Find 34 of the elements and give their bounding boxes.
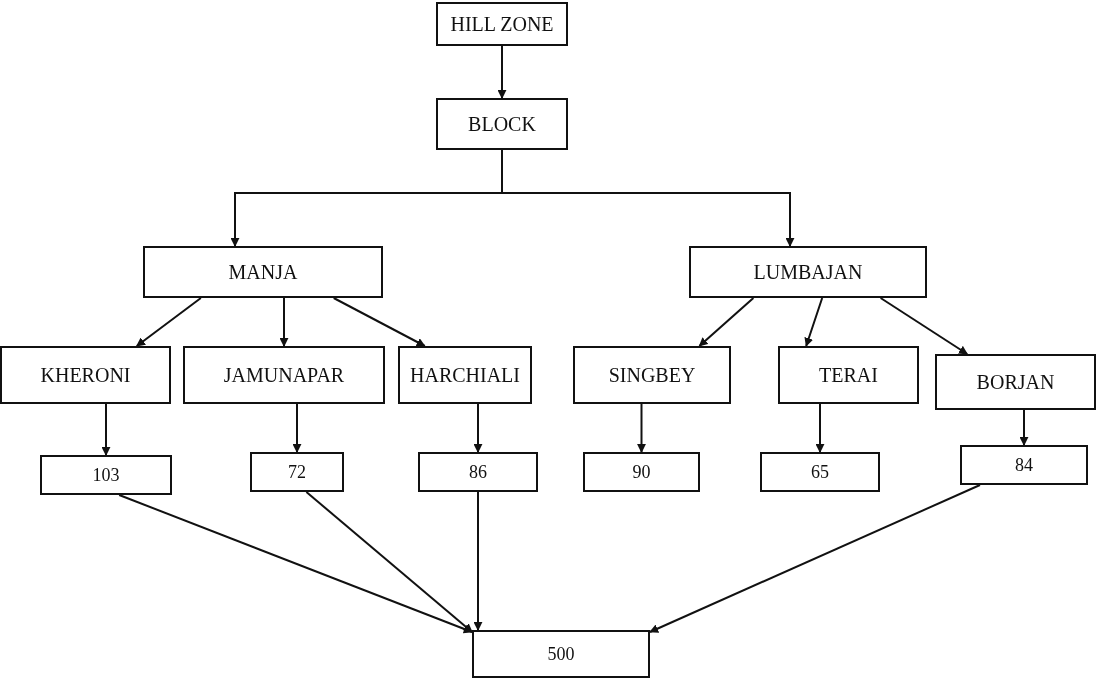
label-box: 72 bbox=[250, 452, 344, 492]
arrow bbox=[135, 297, 202, 347]
arrow bbox=[473, 491, 483, 631]
arrow bbox=[804, 297, 824, 347]
arrow bbox=[118, 494, 473, 634]
arrow bbox=[879, 297, 969, 355]
label-box: BLOCK bbox=[436, 98, 568, 150]
label-box: JAMUNAPAR bbox=[183, 346, 385, 404]
label-box: MANJA bbox=[143, 246, 383, 298]
label-box: KHERONI bbox=[0, 346, 171, 404]
arrow bbox=[101, 403, 111, 456]
arrow bbox=[305, 491, 473, 633]
label-box: BORJAN bbox=[935, 354, 1096, 410]
arrow bbox=[637, 403, 646, 453]
label-box: 65 bbox=[760, 452, 880, 492]
label-box: HARCHIALI bbox=[398, 346, 532, 404]
label-box: 86 bbox=[418, 452, 538, 492]
label-box: HILL ZONE bbox=[436, 2, 568, 46]
label-box: TERAI bbox=[778, 346, 919, 404]
label-box: 90 bbox=[583, 452, 700, 492]
label-box: SINGBEY bbox=[573, 346, 731, 404]
label-box: 103 bbox=[40, 455, 172, 495]
arrow bbox=[279, 297, 289, 347]
label-box: 84 bbox=[960, 445, 1088, 485]
arrow bbox=[649, 484, 981, 633]
arrow bbox=[292, 403, 302, 453]
arrow bbox=[1019, 409, 1029, 446]
label-box: LUMBAJAN bbox=[689, 246, 927, 298]
arrow bbox=[698, 297, 755, 347]
arrow bbox=[332, 297, 426, 347]
arrow bbox=[497, 45, 507, 99]
arrow bbox=[815, 403, 825, 453]
arrow bbox=[473, 403, 483, 453]
label-box: 500 bbox=[472, 630, 650, 678]
